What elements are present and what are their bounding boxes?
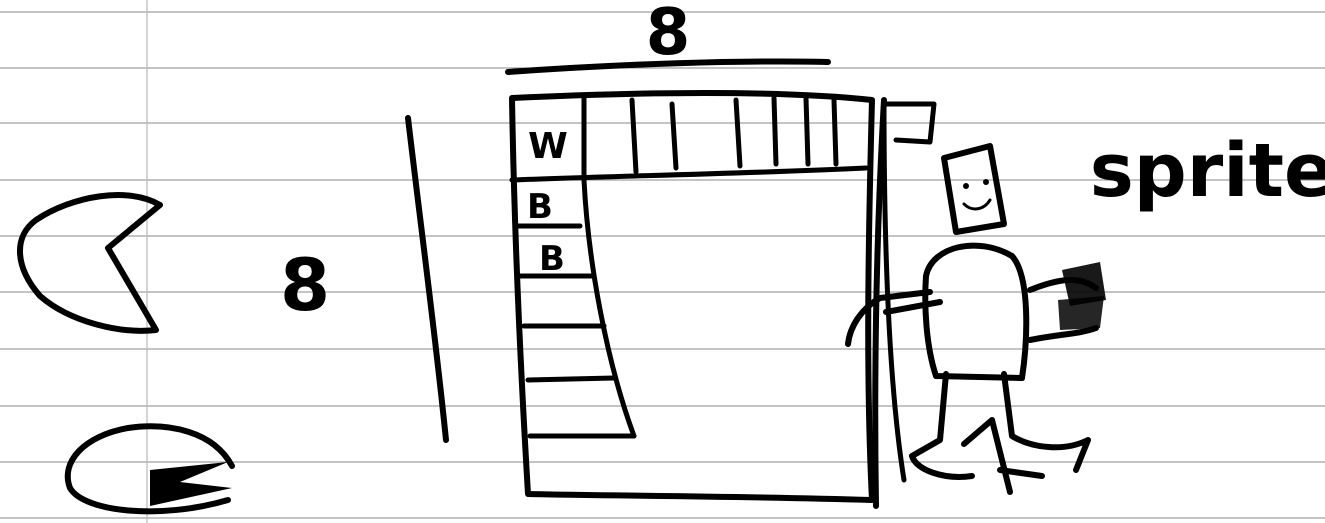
cell-label-b2: B	[539, 239, 565, 279]
pacman-closed-icon	[68, 426, 232, 511]
ruled-lines	[0, 12, 1325, 518]
figure-holding-door-icon	[848, 100, 1106, 506]
cell-label-w: W	[528, 126, 568, 167]
height-dimension-line	[408, 118, 446, 440]
sprite-label: sprite	[1090, 128, 1325, 214]
height-label: 8	[280, 243, 330, 327]
cell-label-b1: B	[527, 187, 553, 227]
width-label: 8	[646, 0, 691, 70]
pacman-open-icon	[20, 195, 160, 331]
